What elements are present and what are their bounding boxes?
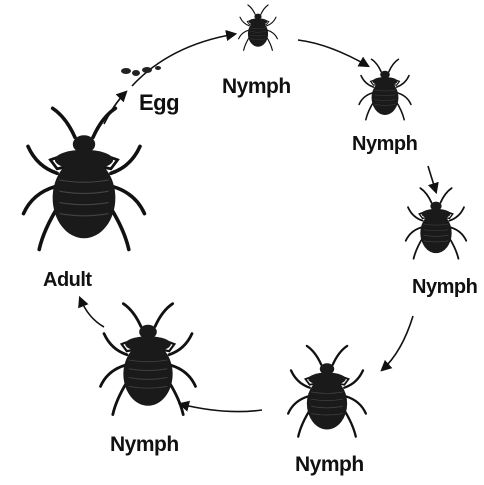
nymph-5-bug (100, 304, 195, 415)
stage-label-nymph-5: Nymph (110, 433, 179, 457)
stage-label-nymph-2: Nymph (352, 133, 417, 156)
adult-bug (24, 108, 145, 249)
nymph-2-bug (359, 59, 411, 119)
arrow-egg-to-nymph (132, 34, 235, 86)
stage-label-egg: Egg (139, 90, 179, 116)
stage-label-nymph-3: Nymph (412, 276, 477, 299)
nymph-1-bug (239, 5, 278, 50)
egg-cluster (121, 66, 161, 76)
arrow-nymph1-to-nymph2 (298, 40, 368, 66)
arrow-nymph3-to-nymph4 (382, 316, 413, 370)
nymph-4-bug (288, 346, 366, 437)
arrow-nymph5-to-adult (80, 298, 104, 327)
arrow-nymph4-to-nymph5 (180, 404, 262, 412)
arrow-nymph2-to-nymph3 (428, 166, 436, 192)
stage-label-nymph-4: Nymph (295, 453, 364, 477)
stage-label-nymph-1: Nymph (222, 75, 291, 99)
stage-label-adult: Adult (43, 269, 92, 292)
nymph-3-bug (406, 188, 466, 259)
